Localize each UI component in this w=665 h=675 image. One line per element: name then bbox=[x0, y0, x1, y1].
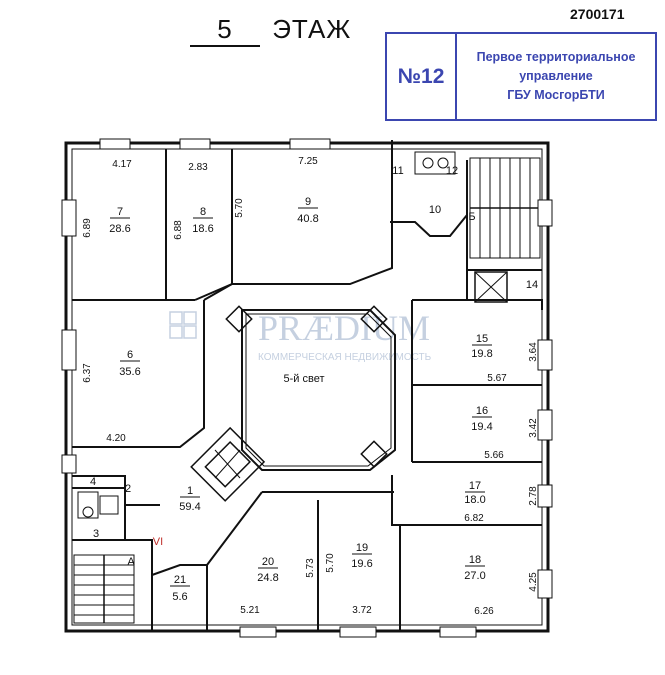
room-labels: 7 28.6 8 18.6 9 40.8 6 35.6 15 19.8 16 1… bbox=[90, 165, 538, 603]
dim-2-83: 2.83 bbox=[188, 162, 208, 173]
room-number: 15 bbox=[476, 333, 488, 345]
room-area: 18.6 bbox=[192, 223, 213, 235]
room-number: 9 bbox=[305, 196, 311, 208]
room-area: 19.6 bbox=[351, 558, 372, 570]
interior-walls bbox=[72, 140, 543, 631]
room-area: 40.8 bbox=[297, 213, 318, 225]
room-19: 19 19.6 bbox=[351, 542, 372, 570]
stamp-line-1: Первое территориальное bbox=[476, 50, 636, 64]
floor-number: 5 bbox=[190, 14, 260, 47]
room-number: 1 bbox=[187, 485, 193, 497]
stamp-line-2: управление bbox=[519, 69, 593, 83]
room-area: 59.4 bbox=[179, 501, 200, 513]
dim-6-88: 6.88 bbox=[173, 220, 184, 240]
room-8: 8 18.6 bbox=[192, 206, 213, 235]
dim-6-82: 6.82 bbox=[464, 513, 484, 524]
room-16: 16 19.4 bbox=[471, 405, 492, 433]
room-20: 20 24.8 bbox=[257, 556, 278, 584]
dim-2-78: 2.78 bbox=[528, 486, 539, 506]
light-well-label: 5-й свет bbox=[284, 373, 325, 385]
room-area: 27.0 bbox=[464, 570, 485, 582]
room-number: 7 bbox=[117, 206, 123, 218]
room-10-number: 10 bbox=[429, 204, 441, 216]
stair-a-label: А bbox=[127, 556, 135, 568]
floor-title: 5 ЭТАЖ bbox=[190, 14, 351, 47]
dim-3-42: 3.42 bbox=[528, 418, 539, 438]
room-number: 17 bbox=[469, 480, 481, 492]
room-area: 28.6 bbox=[109, 223, 130, 235]
room-area: 5.6 bbox=[172, 591, 187, 603]
dim-6-26: 6.26 bbox=[474, 606, 494, 617]
dim-7-25: 7.25 bbox=[298, 156, 318, 167]
dim-6-89: 6.89 bbox=[82, 218, 93, 238]
dim-5-21: 5.21 bbox=[240, 605, 260, 616]
room-number: 21 bbox=[174, 574, 186, 586]
elevator-core bbox=[190, 271, 508, 502]
section-marker: VI bbox=[153, 536, 163, 548]
stairs bbox=[73, 157, 541, 624]
room-number: 19 bbox=[356, 542, 368, 554]
room-area: 24.8 bbox=[257, 572, 278, 584]
room-6: 6 35.6 bbox=[119, 349, 140, 378]
stamp-text: Первое территориальное управление ГБУ Мо… bbox=[457, 34, 655, 119]
room-11-number: 11 bbox=[392, 165, 403, 177]
room-9: 9 40.8 bbox=[297, 196, 318, 225]
dim-4-17: 4.17 bbox=[112, 159, 132, 170]
room-area: 19.4 bbox=[471, 421, 492, 433]
watermark-tagline: КОММЕРЧЕСКАЯ НЕДВИЖИМОСТЬ bbox=[258, 352, 432, 363]
dim-5-73: 5.73 bbox=[305, 558, 316, 578]
watermark-brand: PRÆDIUM bbox=[258, 308, 430, 348]
windows bbox=[61, 138, 553, 638]
dimension-labels: 4.17 2.83 7.25 6.89 6.88 5.70 6.37 4.20 … bbox=[82, 156, 539, 617]
room-number: 6 bbox=[127, 349, 133, 361]
room-3-number: 3 bbox=[93, 528, 99, 540]
room-1: 1 59.4 bbox=[179, 485, 200, 513]
room-7: 7 28.6 bbox=[109, 206, 130, 235]
wc-fixtures bbox=[77, 151, 456, 519]
dim-5-70-top: 5.70 bbox=[234, 198, 245, 218]
room-number: 20 bbox=[262, 556, 274, 568]
room-number: 8 bbox=[200, 206, 206, 218]
room-4-number: 4 bbox=[90, 476, 96, 488]
light-well: 5-й свет bbox=[225, 305, 396, 471]
room-17: 17 18.0 bbox=[464, 480, 485, 506]
room-number: 18 bbox=[469, 554, 481, 566]
room-area: 19.8 bbox=[471, 348, 492, 360]
bti-stamp: №12 Первое территориальное управление ГБ… bbox=[385, 32, 657, 121]
stamp-number: №12 bbox=[387, 34, 457, 119]
room-area: 18.0 bbox=[464, 494, 485, 506]
room-number: 16 bbox=[476, 405, 488, 417]
room-14-number: 14 bbox=[526, 279, 538, 291]
dim-4-25: 4.25 bbox=[528, 572, 539, 592]
dim-5-70-bottom: 5.70 bbox=[325, 553, 336, 573]
watermark: PRÆDIUM КОММЕРЧЕСКАЯ НЕДВИЖИМОСТЬ bbox=[169, 308, 432, 363]
dim-3-64: 3.64 bbox=[528, 342, 539, 362]
room-21: 21 5.6 bbox=[170, 574, 190, 603]
floor-word: ЭТАЖ bbox=[272, 14, 352, 44]
room-15: 15 19.8 bbox=[471, 333, 492, 360]
markers: А Б VI bbox=[127, 211, 475, 568]
stair-b-label: Б bbox=[468, 211, 475, 223]
room-area: 35.6 bbox=[119, 366, 140, 378]
room-18: 18 27.0 bbox=[464, 554, 485, 582]
stamp-line-3: ГБУ МосгорБТИ bbox=[507, 88, 605, 102]
dim-5-67: 5.67 bbox=[487, 373, 507, 384]
dim-6-37: 6.37 bbox=[82, 363, 93, 383]
room-2-number: 2 bbox=[125, 483, 131, 495]
document-number: 2700171 bbox=[570, 6, 625, 22]
dim-5-66: 5.66 bbox=[484, 450, 504, 461]
dim-4-20: 4.20 bbox=[106, 433, 126, 444]
room-12-number: 12 bbox=[446, 165, 458, 177]
dim-3-72: 3.72 bbox=[352, 605, 372, 616]
